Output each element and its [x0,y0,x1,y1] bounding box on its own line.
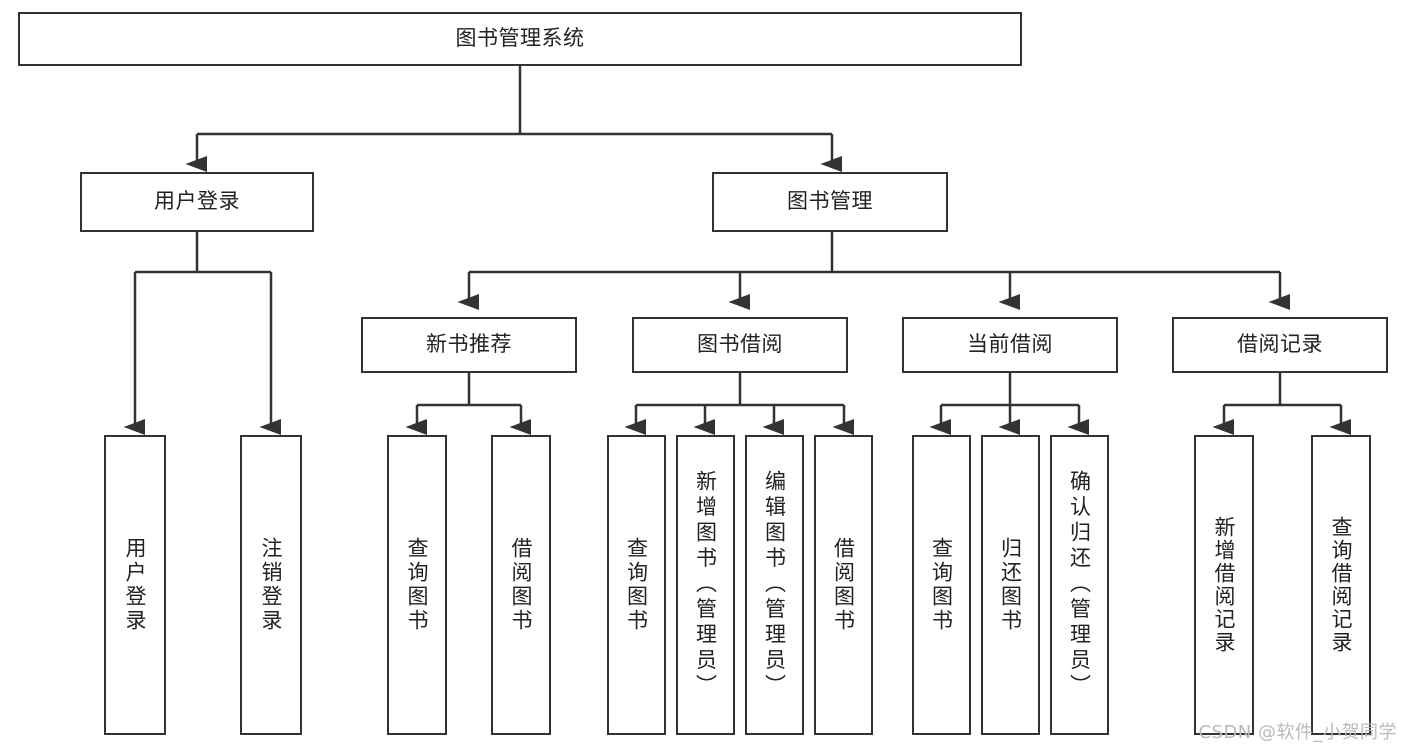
node-book-borrow[interactable]: 图书借阅 [632,317,848,373]
leaf-book-borrow-2[interactable]: 新增图书（管理员） [676,435,735,735]
leaf-current-borrow-2[interactable]: 归还图书 [981,435,1040,735]
node-borrow-record-label: 借阅记录 [1237,332,1323,357]
leaf-user-login-2[interactable]: 注销登录 [240,435,302,735]
leaf-book-borrow-1-label: 查询图书 [624,537,649,633]
node-book-manage-label: 图书管理 [787,189,873,214]
leaf-book-borrow-4[interactable]: 借阅图书 [814,435,873,735]
leaf-user-login-2-label: 注销登录 [259,537,284,633]
node-book-manage[interactable]: 图书管理 [712,172,948,232]
node-current-borrow-label: 当前借阅 [967,332,1053,357]
leaf-borrow-record-1-label: 新增借阅记录 [1212,516,1237,654]
node-new-book-recommend-label: 新书推荐 [426,332,512,357]
csdn-watermark: CSDN @软件_小贺同学 [1198,722,1397,743]
leaf-user-login-1[interactable]: 用户登录 [104,435,166,735]
leaf-borrow-record-2[interactable]: 查询借阅记录 [1311,435,1371,735]
node-user-login[interactable]: 用户登录 [80,172,314,232]
node-root-label: 图书管理系统 [455,26,585,51]
node-new-book-recommend[interactable]: 新书推荐 [361,317,577,373]
leaf-book-borrow-4-label: 借阅图书 [831,537,856,633]
node-borrow-record[interactable]: 借阅记录 [1172,317,1388,373]
leaf-new-book-1[interactable]: 查询图书 [387,435,447,735]
leaf-borrow-record-2-label: 查询借阅记录 [1329,516,1354,654]
leaf-book-borrow-1[interactable]: 查询图书 [607,435,666,735]
leaf-current-borrow-1-label: 查询图书 [929,537,954,633]
leaf-new-book-1-label: 查询图书 [405,537,430,633]
leaf-book-borrow-3[interactable]: 编辑图书（管理员） [745,435,804,735]
node-current-borrow[interactable]: 当前借阅 [902,317,1118,373]
leaf-user-login-1-label: 用户登录 [123,537,148,633]
node-user-login-label: 用户登录 [154,189,240,214]
leaf-current-borrow-3-label: 确认归还（管理员） [1067,470,1092,700]
leaf-current-borrow-1[interactable]: 查询图书 [912,435,971,735]
leaf-book-borrow-3-label: 编辑图书（管理员） [762,470,787,700]
leaf-borrow-record-1[interactable]: 新增借阅记录 [1194,435,1254,735]
node-book-borrow-label: 图书借阅 [697,332,783,357]
leaf-book-borrow-2-label: 新增图书（管理员） [693,470,718,700]
node-root[interactable]: 图书管理系统 [18,12,1022,66]
leaf-new-book-2[interactable]: 借阅图书 [491,435,551,735]
leaf-current-borrow-2-label: 归还图书 [998,537,1023,633]
leaf-new-book-2-label: 借阅图书 [509,537,534,633]
leaf-current-borrow-3[interactable]: 确认归还（管理员） [1050,435,1109,735]
